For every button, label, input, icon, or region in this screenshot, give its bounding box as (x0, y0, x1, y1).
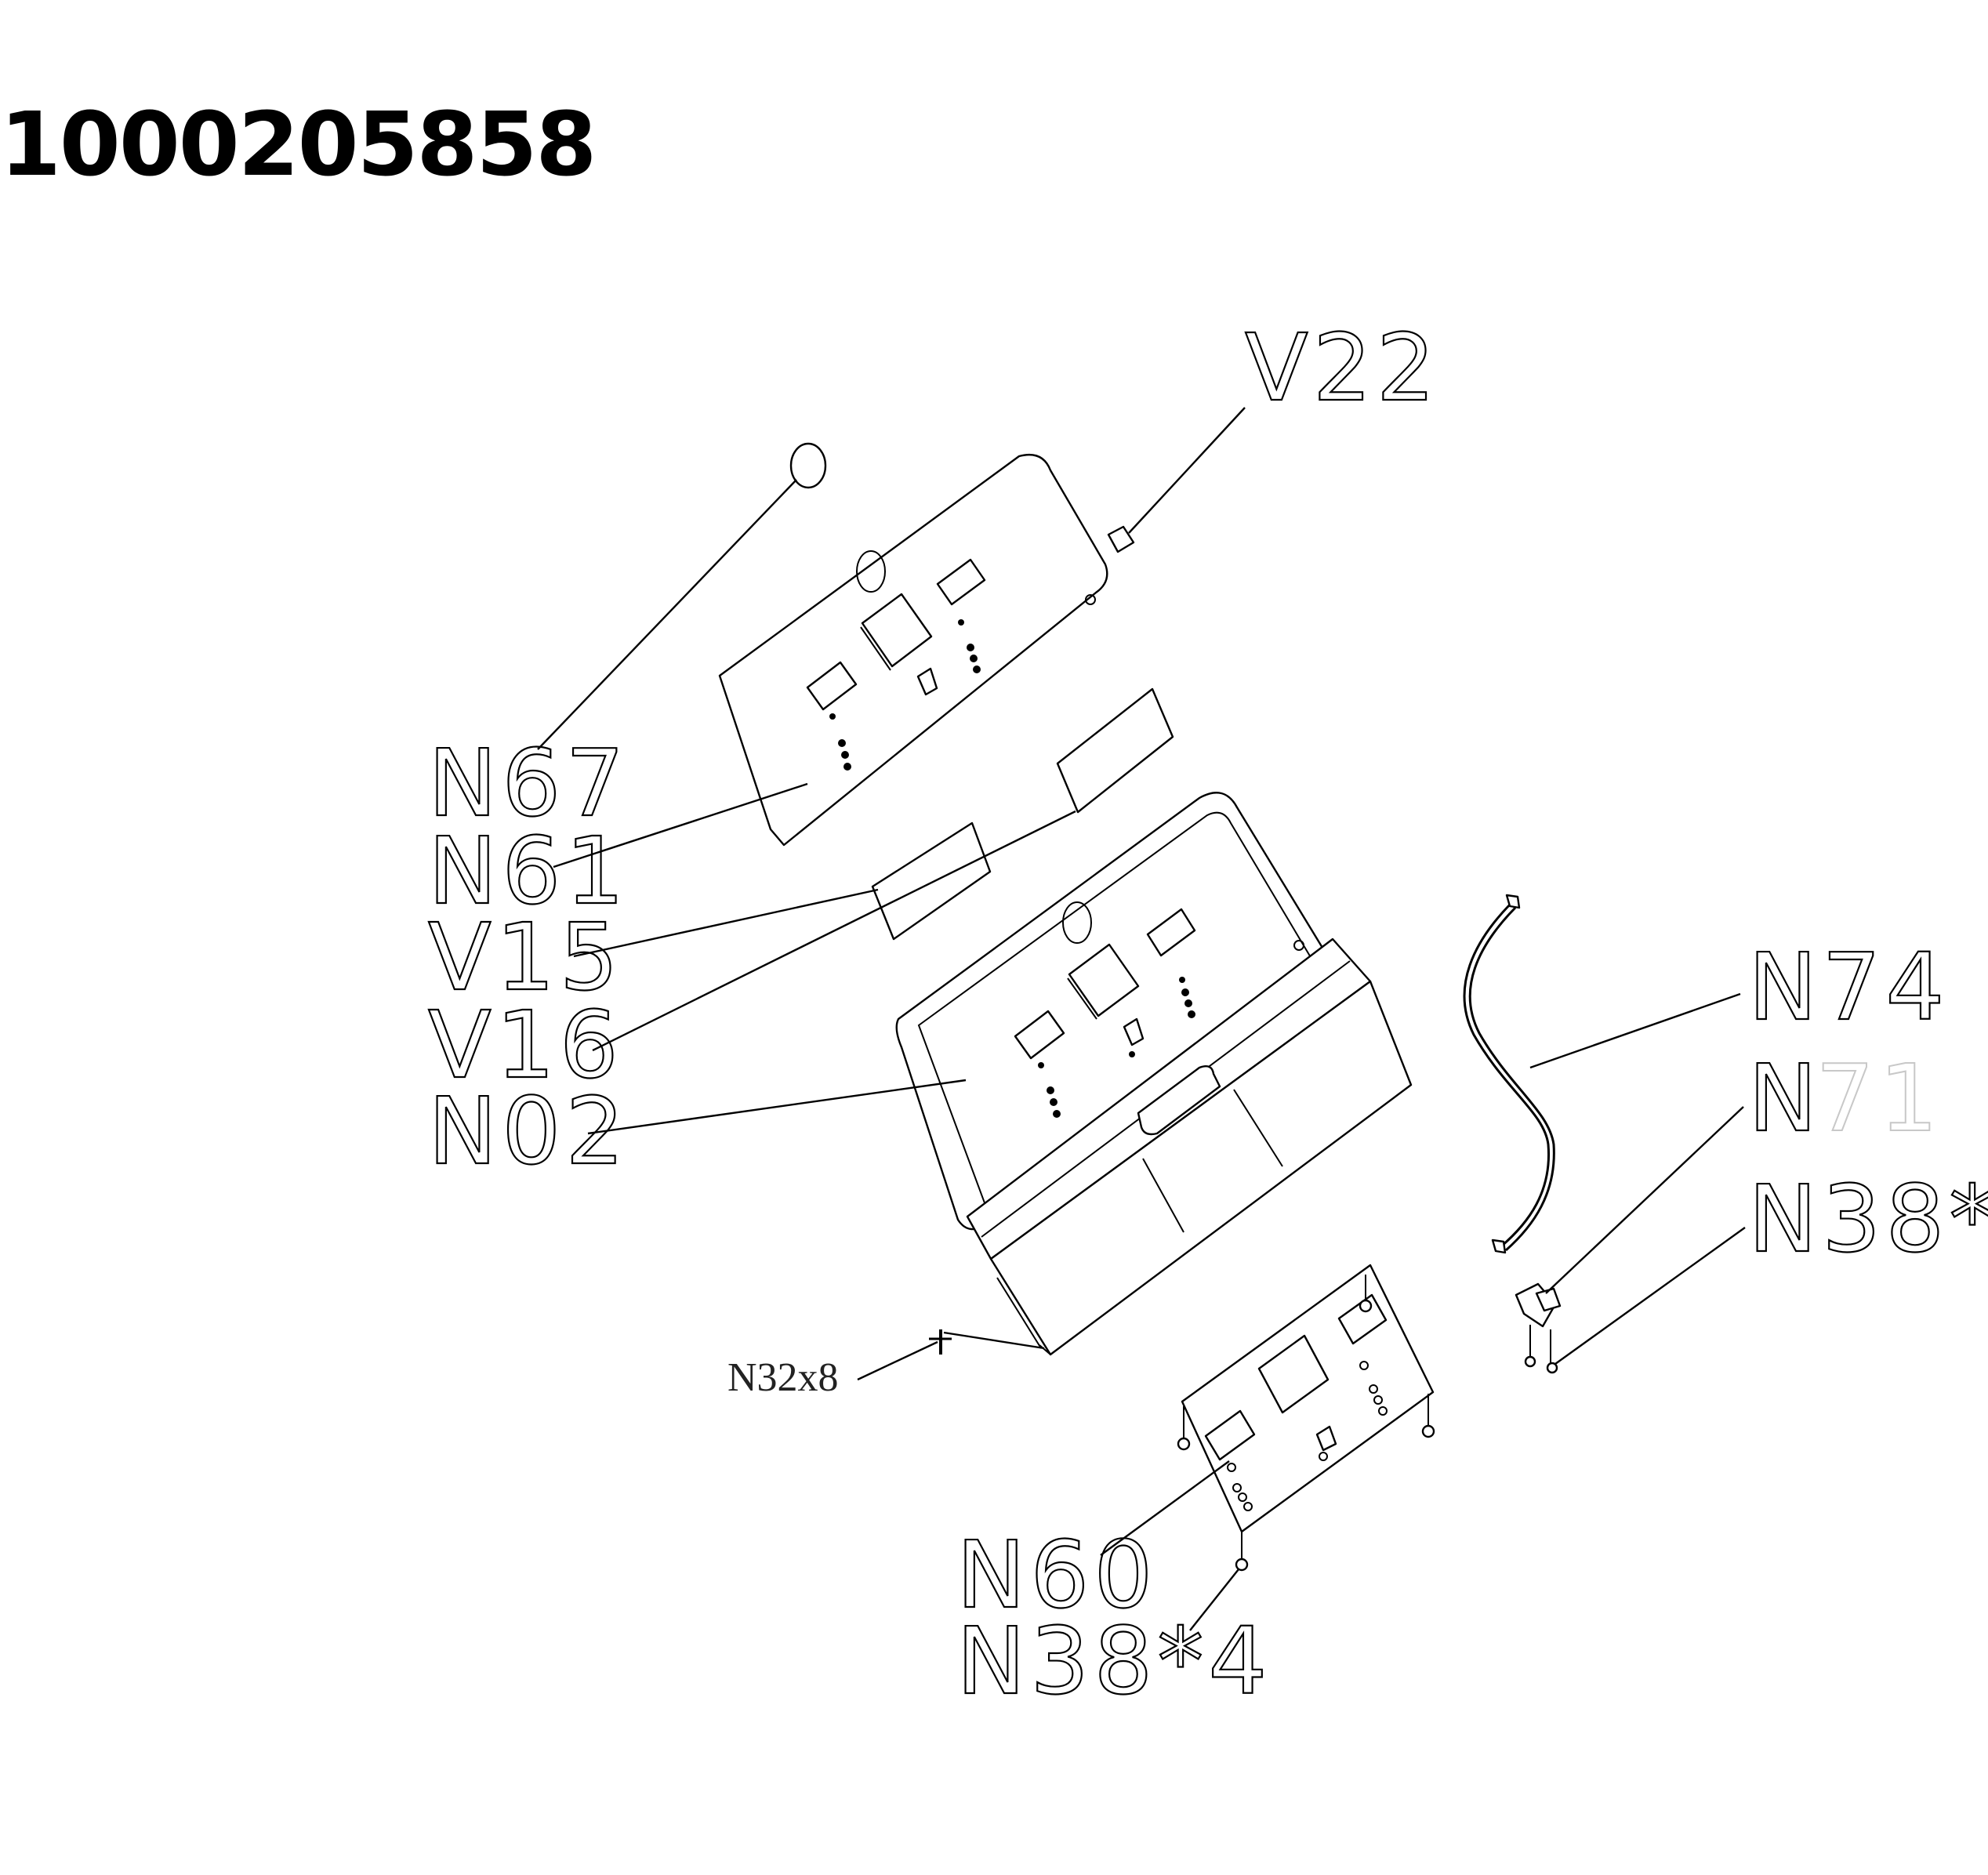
part-n02-console-housing (895, 792, 1413, 1356)
leader-n32x8 (857, 1340, 938, 1381)
drawing-number: 1000205858 (0, 94, 597, 196)
leader-v22 (1128, 407, 1246, 534)
part-n67-oval-overlay (789, 442, 827, 489)
leader-v16 (592, 810, 1076, 1052)
leader-n71 (1545, 1106, 1744, 1294)
callout-n38x4: N38*4 (956, 1607, 1272, 1715)
leader-n67 (537, 479, 797, 750)
leader-v15 (573, 888, 879, 958)
part-n71-bracket (1515, 1282, 1562, 1374)
callout-n61: N61 (428, 817, 629, 925)
callout-n71-suffix: 71 (1816, 1044, 1943, 1152)
leader-n38x4 (1189, 1569, 1239, 1631)
part-n74-wire (1463, 894, 1555, 1254)
callout-n74: N74 (1748, 933, 1949, 1041)
leader-n61 (553, 782, 808, 869)
leader-lines (537, 407, 1746, 1631)
callout-n38x2: N38*2 (1748, 1165, 1988, 1273)
part-n60-circuit-board (1181, 1264, 1435, 1533)
part-v16-window (1056, 687, 1174, 814)
leader-n32-body (943, 1331, 1045, 1350)
callout-v15: V15 (428, 903, 623, 1011)
part-v15-window (871, 821, 992, 941)
part-n32-screw (929, 1329, 952, 1355)
part-n61-console-overlay (718, 453, 1108, 847)
leader-n02 (587, 1079, 967, 1135)
callout-v16: V16 (428, 991, 623, 1099)
callout-v22: V22 (1245, 314, 1440, 422)
callout-n32x8: N32x8 (727, 1355, 839, 1400)
part-v22-small-square (1107, 525, 1135, 553)
callout-n02: N02 (428, 1077, 629, 1185)
leader-n60 (1100, 1460, 1230, 1556)
leader-n38x2 (1554, 1227, 1746, 1365)
part-n38-screws (1177, 1275, 1435, 1572)
leader-n74 (1529, 992, 1741, 1069)
callout-n71-prefix: N (1748, 1044, 1822, 1152)
callout-n67: N67 (428, 729, 629, 837)
callout-n60: N60 (956, 1521, 1157, 1629)
